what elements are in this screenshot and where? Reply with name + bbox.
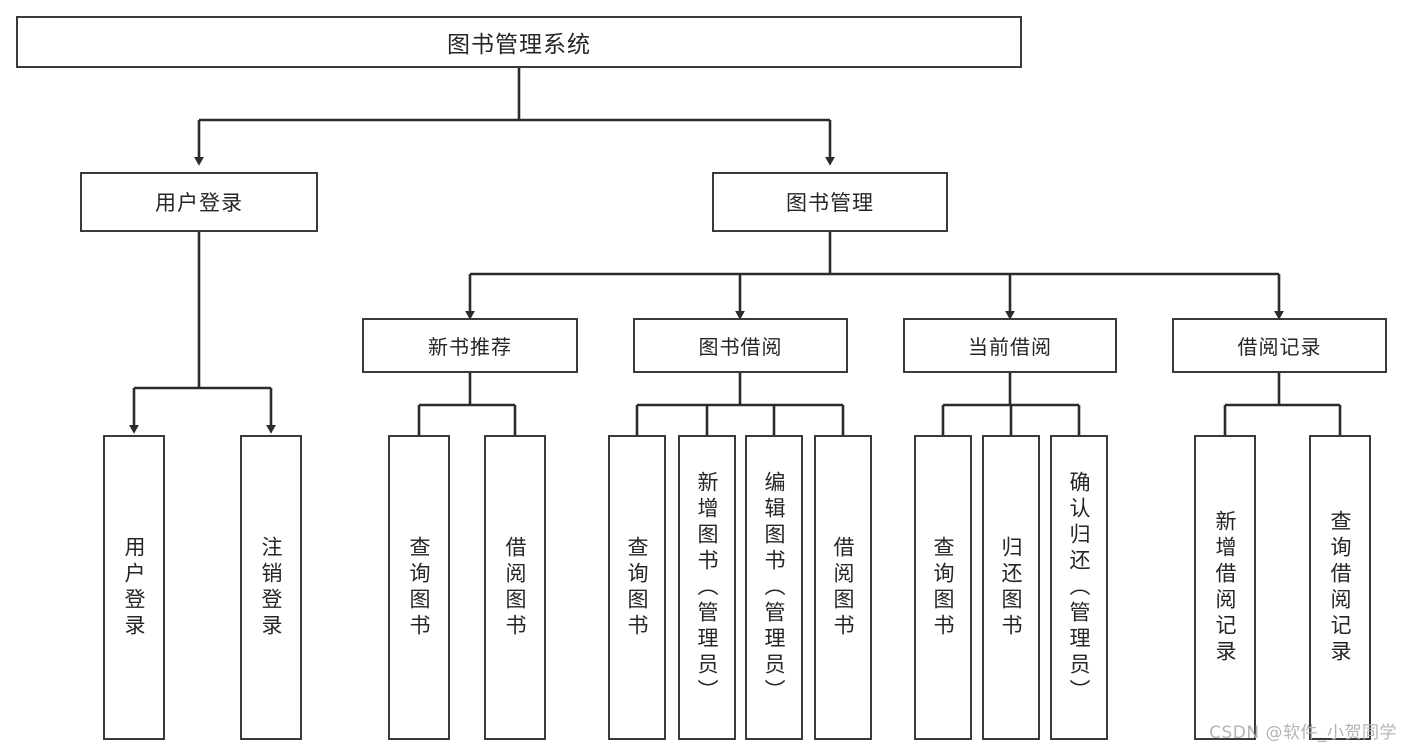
leaf-node-label: 查询图书 (931, 535, 956, 640)
level2-node-2[interactable]: 当前借阅 (903, 318, 1117, 373)
csdn-watermark: CSDN @软件_小贺同学 (1209, 723, 1397, 743)
level2-node-3[interactable]: 借阅记录 (1172, 318, 1387, 373)
level2-node-label: 借阅记录 (1237, 335, 1322, 359)
leaf-node-label: 注销登录 (259, 535, 284, 640)
leaf-node-6[interactable]: 编辑图书（管理员） (745, 435, 803, 740)
root-node-0[interactable]: 图书管理系统 (16, 16, 1022, 68)
leaf-node-label: 查询借阅记录 (1328, 509, 1353, 666)
leaf-node-2[interactable]: 查询图书 (388, 435, 450, 740)
leaf-node-7[interactable]: 借阅图书 (814, 435, 872, 740)
leaf-node-10[interactable]: 确认归还（管理员） (1050, 435, 1108, 740)
level2-node-label: 图书借阅 (698, 335, 783, 359)
level2-node-1[interactable]: 图书借阅 (633, 318, 848, 373)
tree-edges (129, 68, 1345, 451)
leaf-node-label: 新增借阅记录 (1213, 509, 1238, 666)
leaf-node-12[interactable]: 查询借阅记录 (1309, 435, 1371, 740)
leaf-node-label: 确认归还（管理员） (1067, 470, 1092, 705)
leaf-node-label: 新增图书（管理员） (695, 470, 720, 705)
level1-node-0[interactable]: 用户登录 (80, 172, 318, 232)
level2-node-label: 新书推荐 (428, 335, 512, 359)
leaf-node-3[interactable]: 借阅图书 (484, 435, 546, 740)
leaf-node-label: 借阅图书 (503, 535, 528, 640)
leaf-node-label: 借阅图书 (831, 535, 856, 640)
leaf-node-11[interactable]: 新增借阅记录 (1194, 435, 1256, 740)
leaf-node-label: 查询图书 (407, 535, 432, 640)
leaf-node-1[interactable]: 注销登录 (240, 435, 302, 740)
leaf-node-0[interactable]: 用户登录 (103, 435, 165, 740)
root-node-label: 图书管理系统 (447, 32, 591, 58)
level1-node-1[interactable]: 图书管理 (712, 172, 948, 232)
level1-node-label: 图书管理 (786, 191, 874, 215)
leaf-node-9[interactable]: 归还图书 (982, 435, 1040, 740)
leaf-node-label: 查询图书 (625, 535, 650, 640)
leaf-node-5[interactable]: 新增图书（管理员） (678, 435, 736, 740)
level2-node-0[interactable]: 新书推荐 (362, 318, 578, 373)
leaf-node-label: 编辑图书（管理员） (762, 470, 787, 705)
leaf-node-label: 归还图书 (999, 535, 1024, 640)
level2-node-label: 当前借阅 (968, 335, 1052, 359)
leaf-node-label: 用户登录 (122, 535, 147, 640)
leaf-node-4[interactable]: 查询图书 (608, 435, 666, 740)
leaf-node-8[interactable]: 查询图书 (914, 435, 972, 740)
level1-node-label: 用户登录 (155, 191, 243, 215)
